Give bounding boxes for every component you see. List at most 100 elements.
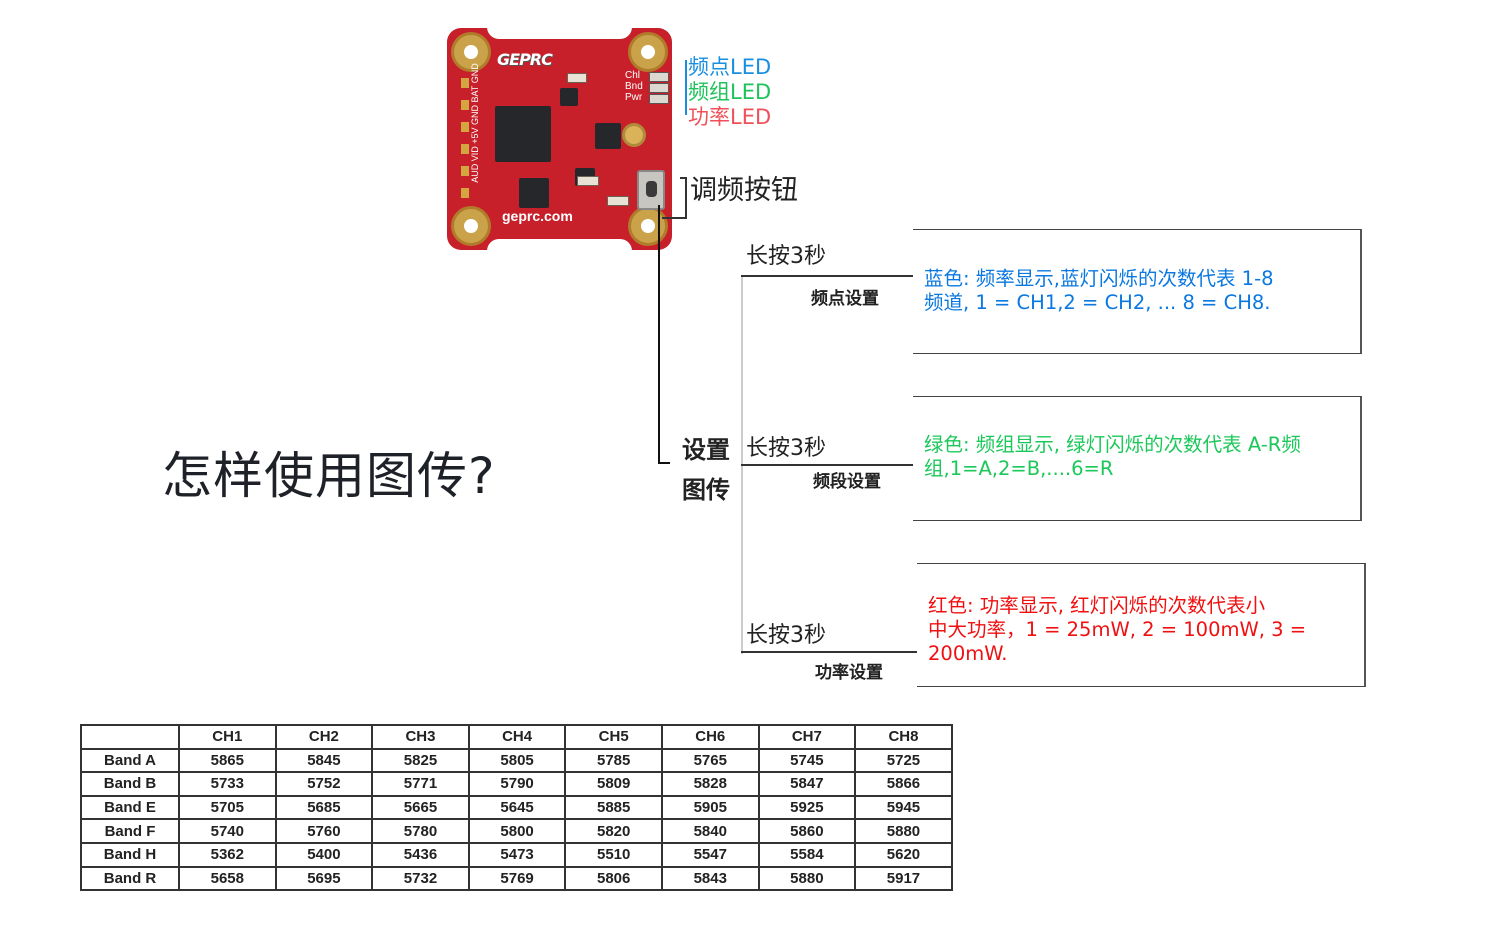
frequency-cell: 5695 — [274, 865, 374, 892]
table-header-corner — [80, 724, 180, 750]
table-header-ch4: CH4 — [467, 724, 567, 750]
frequency-cell: 5547 — [660, 841, 760, 868]
mount-hole-icon — [451, 32, 491, 72]
frequency-cell: 5725 — [854, 747, 953, 774]
branch-3-line — [741, 651, 917, 653]
root-label-line2: 图传 — [682, 476, 730, 504]
frequency-cell: 5780 — [371, 818, 470, 844]
band-label: Band A — [80, 747, 180, 774]
button-bracket-bottom — [662, 217, 687, 219]
branch-2-press: 长按3秒 — [746, 436, 826, 461]
frequency-cell: 5760 — [274, 818, 374, 844]
solder-pad — [461, 100, 469, 110]
root-label-line1: 设置 — [682, 436, 730, 464]
frequency-cell: 5800 — [467, 818, 567, 844]
frequency-cell: 5752 — [274, 771, 374, 797]
capacitor — [607, 196, 629, 206]
board-notch-bottom — [487, 239, 632, 251]
frequency-cell: 5805 — [467, 747, 567, 774]
frequency-cell: 5584 — [757, 841, 857, 868]
frequency-cell: 5840 — [660, 818, 760, 844]
frequency-cell: 5825 — [371, 747, 470, 774]
led-label-band: 频组LED — [688, 80, 772, 104]
band-label: Band E — [80, 794, 180, 821]
branch-3-description: 红色: 功率显示, 红灯闪烁的次数代表小 中大功率，1 = 25mW, 2 = … — [928, 594, 1307, 665]
table-header-ch7: CH7 — [757, 724, 857, 750]
main-title: 怎样使用图传? — [162, 447, 496, 505]
connector-horizontal — [658, 462, 670, 464]
band-label: Band B — [80, 771, 180, 797]
frequency-cell: 5845 — [274, 747, 374, 774]
capacitor — [577, 176, 599, 186]
frequency-cell: 5732 — [371, 865, 470, 892]
frequency-cell: 5785 — [564, 747, 663, 774]
solder-pad — [461, 144, 469, 154]
frequency-cell: 5880 — [854, 818, 953, 844]
frequency-cell: 5620 — [854, 841, 953, 868]
table-header-row: CH1 CH2 CH3 CH4 CH5 CH6 CH7 CH8 — [80, 724, 953, 750]
board-website: geprc.com — [502, 208, 573, 224]
branch-1-setting: 频点设置 — [811, 289, 879, 309]
frequency-cell: 5866 — [854, 771, 953, 797]
branch-2-box — [913, 396, 1362, 521]
button-cap — [646, 181, 657, 197]
led-label-channel: 频点LED — [688, 55, 772, 79]
tuning-button[interactable] — [637, 170, 665, 210]
frequency-cell: 5705 — [178, 794, 277, 821]
branch-1-line — [741, 275, 913, 277]
main-chip — [495, 106, 551, 162]
frequency-cell: 5843 — [660, 865, 760, 892]
antenna-connector-icon — [622, 123, 646, 147]
frequency-cell: 5880 — [757, 865, 857, 892]
connector-vertical — [658, 205, 660, 463]
branch-3-box — [917, 563, 1366, 687]
root-label: 设置 图传 — [682, 430, 730, 510]
frequency-cell: 5790 — [467, 771, 567, 797]
silk-chl: Chl — [625, 70, 641, 81]
board-logo: GEPRC — [497, 50, 553, 69]
frequency-cell: 5685 — [274, 794, 374, 821]
mount-hole-icon — [628, 32, 668, 72]
solder-pad — [461, 78, 469, 88]
vtx-board-image: GEPRC AUD VID +5V GND BAT GND Chl Bnd Pw… — [447, 27, 672, 251]
branch-2-line — [741, 464, 913, 466]
frequency-cell: 5362 — [178, 841, 277, 868]
frequency-cell: 5769 — [467, 865, 567, 892]
frequency-cell: 5809 — [564, 771, 663, 797]
frequency-cell: 5860 — [757, 818, 857, 844]
band-label: Band R — [80, 865, 180, 892]
frequency-cell: 5740 — [178, 818, 277, 844]
chip — [519, 178, 549, 208]
mount-hole-icon — [628, 206, 668, 246]
chip — [560, 88, 578, 106]
solder-pad — [461, 166, 469, 176]
button-bracket-top — [680, 177, 687, 179]
branch-1-box — [913, 229, 1362, 354]
frequency-cell: 5945 — [854, 794, 953, 821]
frequency-cell: 5828 — [660, 771, 760, 797]
frequency-cell: 5436 — [371, 841, 470, 868]
frequency-cell: 5658 — [178, 865, 277, 892]
band-label: Band F — [80, 818, 180, 844]
table-header-ch1: CH1 — [178, 724, 277, 750]
branch-1-description: 蓝色: 频率显示,蓝灯闪烁的次数代表 1-8 频道, 1 = CH1,2 = C… — [924, 267, 1274, 314]
led-pwr — [649, 94, 669, 104]
frequency-cell: 5917 — [854, 865, 953, 892]
pin-labels: AUD VID +5V GND BAT GND — [470, 63, 480, 183]
frequency-cell: 5847 — [757, 771, 857, 797]
solder-pad — [461, 188, 469, 198]
branch-2-setting: 频段设置 — [813, 472, 881, 492]
table-header-ch2: CH2 — [274, 724, 374, 750]
table-header-ch3: CH3 — [371, 724, 470, 750]
frequency-cell: 5400 — [274, 841, 374, 868]
table-header-ch8: CH8 — [854, 724, 953, 750]
frequency-cell: 5733 — [178, 771, 277, 797]
frequency-cell: 5865 — [178, 747, 277, 774]
led-bracket — [685, 60, 687, 115]
branch-3-setting: 功率设置 — [815, 663, 883, 683]
board-notch-top — [487, 27, 632, 39]
